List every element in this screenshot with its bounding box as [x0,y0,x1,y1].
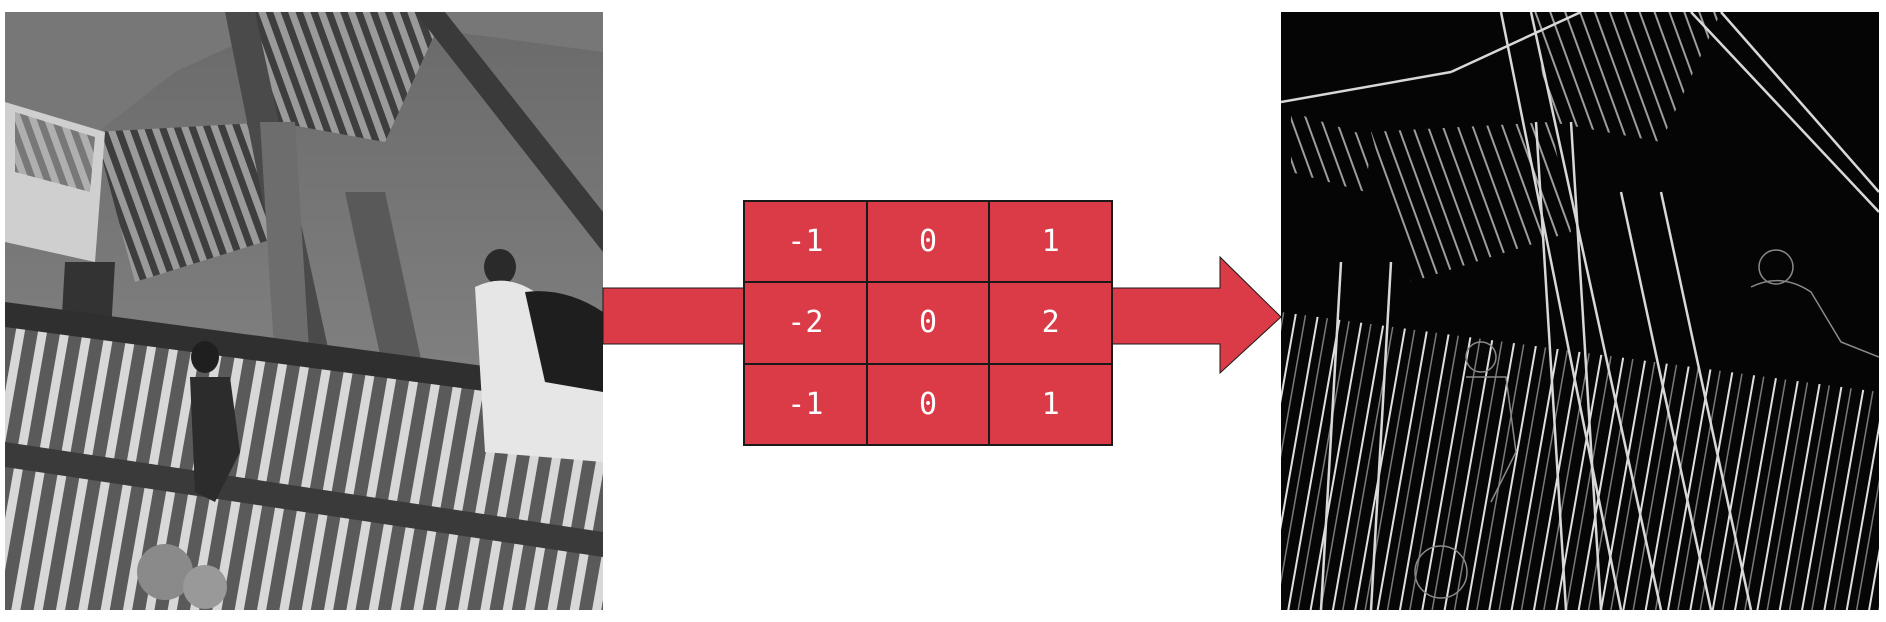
edge-map-photo-icon [1281,12,1879,610]
output-edge-map-photo [1281,12,1879,610]
input-grayscale-photo [5,12,603,610]
kernel-cell-r1c2: 0 [866,201,990,283]
kernel-cell-r1c1: -1 [744,201,867,283]
kernel-cell-r3c3: 1 [989,363,1112,445]
kernel-cell-r2c1: -2 [744,282,867,364]
kernel-cell-r2c3: 2 [989,282,1112,364]
sobel-kernel-grid: -1 0 1 -2 0 2 -1 0 1 [743,200,1113,446]
kernel-cell-r1c3: 1 [989,201,1112,283]
kernel-cell-r3c1: -1 [744,363,867,445]
staircase-photo-icon [5,12,603,610]
kernel-cell-r2c2: 0 [866,282,990,364]
kernel-cell-r3c2: 0 [866,363,990,445]
